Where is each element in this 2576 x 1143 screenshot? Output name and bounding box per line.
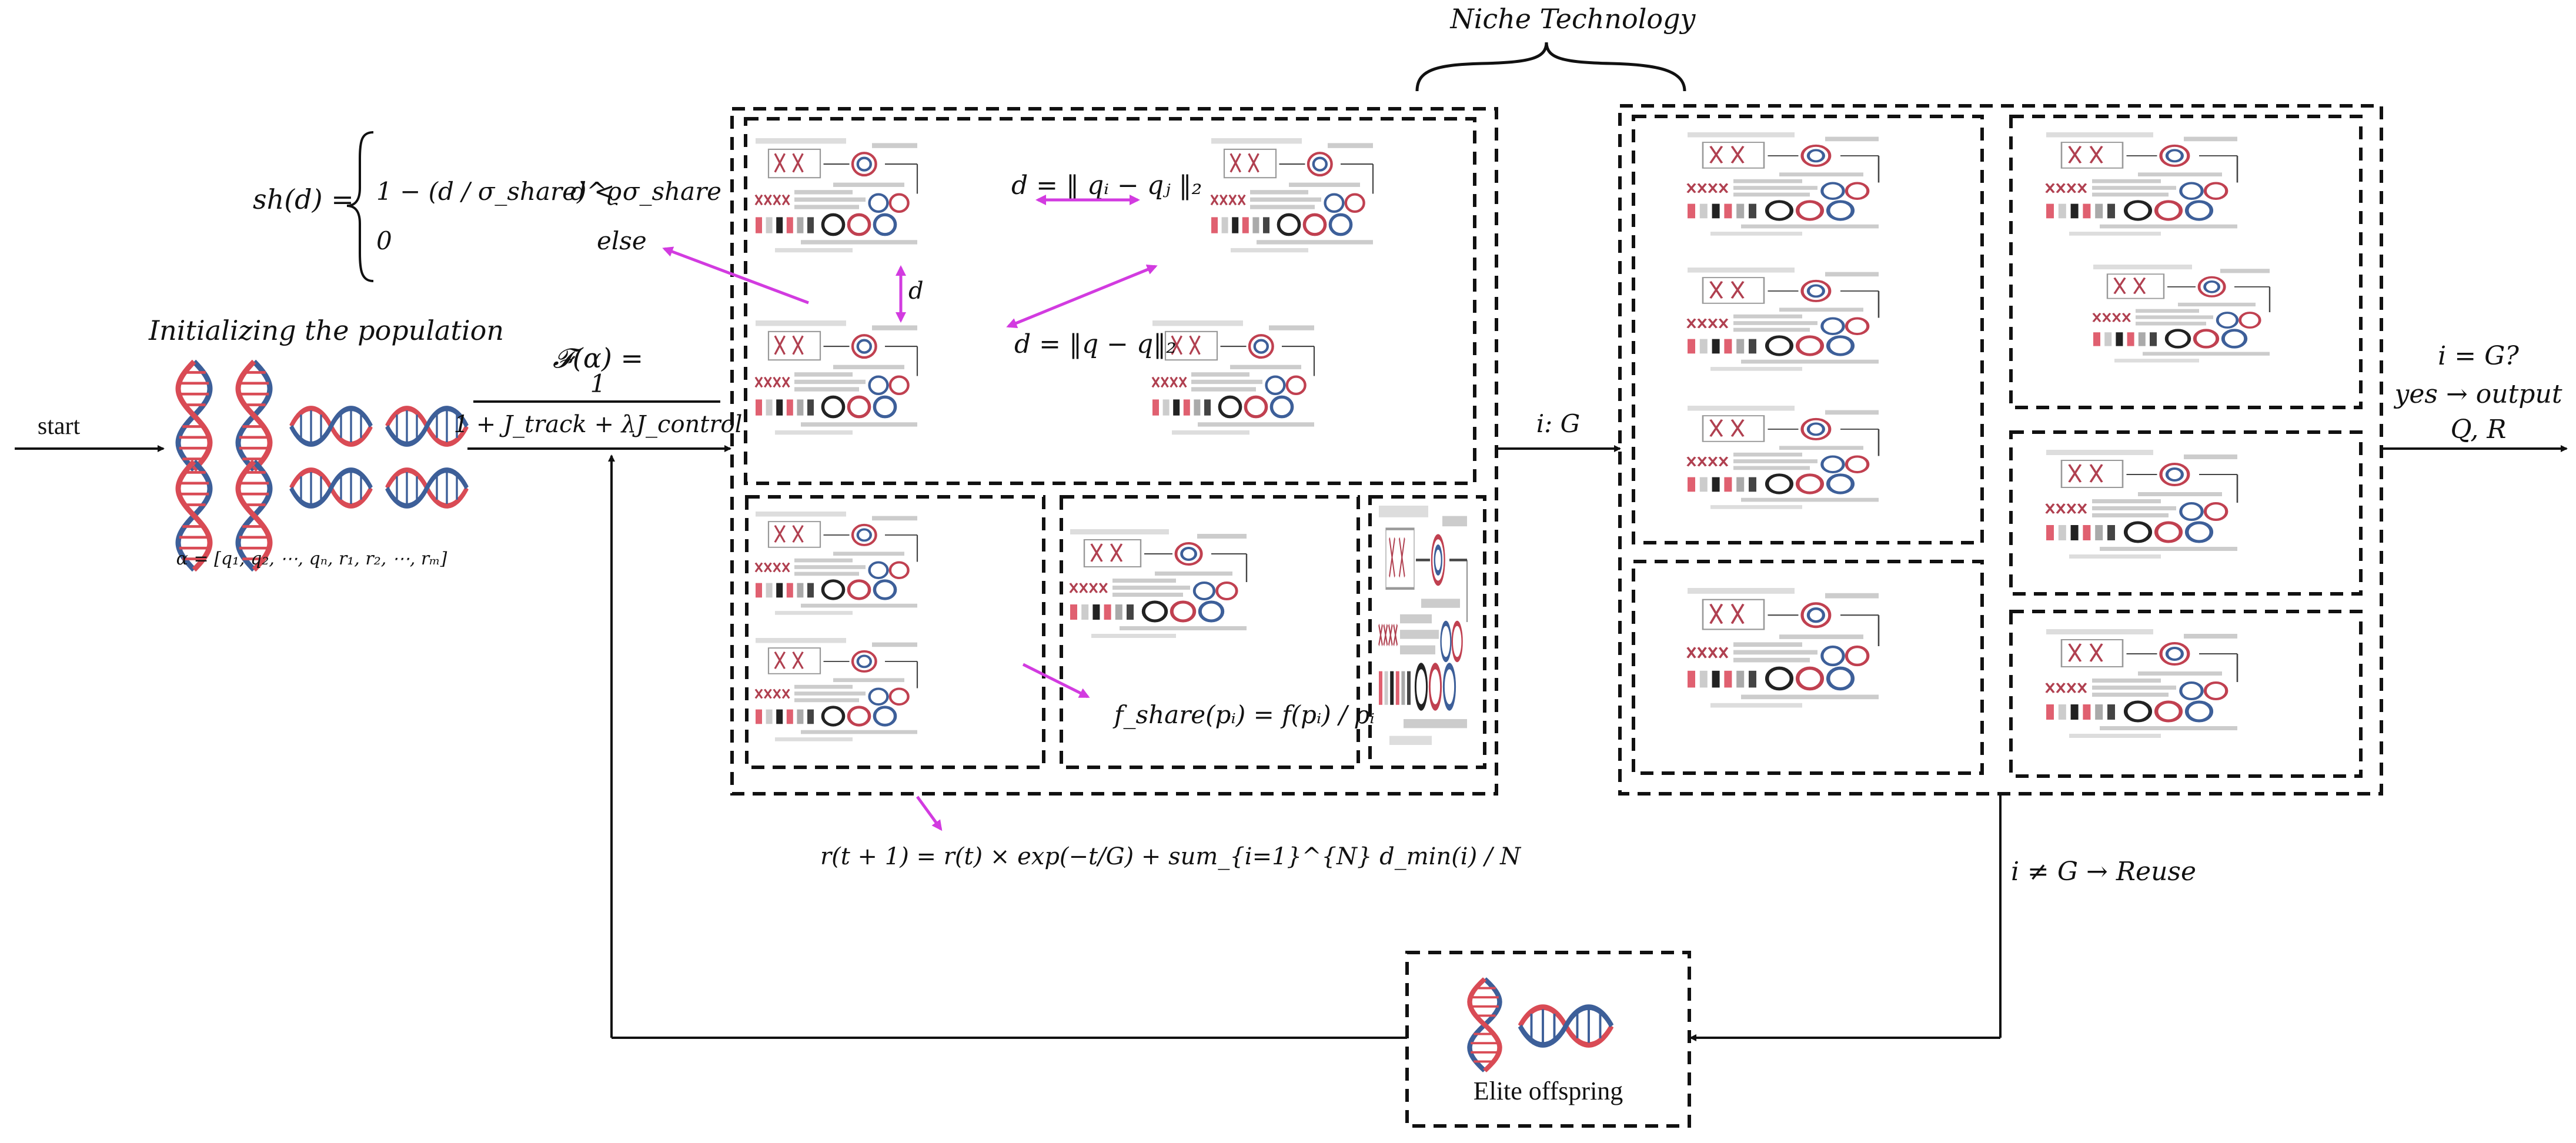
reuse-label: i ≠ G → Reuse [2011,857,2196,887]
start-label: start [38,413,81,440]
niche-top-panel [744,117,1476,485]
dist-q-label: d = ‖q − q‖₂ [1014,329,1177,359]
fshare-formula: f_share(pᵢ) = f(pᵢ) / ρᵢ [1112,700,1375,729]
elite-offspring-label: Elite offspring [1474,1077,1623,1105]
dna-icon [387,470,467,506]
thumbnail-group-gen [1688,132,2270,738]
population-group [178,362,467,570]
dna-icon [1470,979,1500,1071]
magenta-arrow-share [662,246,809,305]
init-population-title: Initializing the population [148,315,504,346]
brace-icon [1415,42,1686,92]
alpha-vector: α = [q₁, q₂, ⋯, qₙ, r₁, r₂, ⋯, rₘ] [176,549,447,569]
generation-block-outer [1618,104,2383,796]
niche-technology-label: Niche Technology [1449,3,1696,35]
cases-brace [346,131,374,282]
radius-update-formula: r(t + 1) = r(t) × exp(−t/G) + sum_{i=1}^… [820,843,1522,870]
gen-panel-3 [2009,115,2363,409]
dna-icon [178,362,210,470]
dna-icon [238,362,270,470]
niche-bottom-mid [1060,495,1360,769]
gen-panel-5 [2009,610,2363,778]
terminate-yes: yes → output [2393,379,2562,409]
terminate-output: Q, R [2451,415,2507,444]
dist-ij-label: d = ‖ qᵢ − qⱼ ‖₂ [1011,171,1202,200]
sharing-lhs: sh(d) = [253,183,354,215]
gen-panel-2 [1632,560,1984,775]
fitness-denominator: 1 + J_track + λJ_control [454,411,743,438]
dna-icon [291,470,371,506]
gen-panel-1 [1632,115,1984,544]
fitness-numerator: 1 [590,369,606,398]
sharing-case2-cond: else [597,226,647,255]
dna-icon [291,409,371,444]
niche-block-outer [730,107,1498,796]
magenta-arrow-radius [916,796,943,831]
sharing-case1-cond: d < σ_share [570,177,721,206]
sharing-case2-expr: 0 [376,226,392,255]
magenta-arrow-dq [1006,264,1158,329]
dna-icon [1520,1007,1612,1045]
fitness-lhs: 𝓕(α) = [553,342,643,374]
terminate-question: i = G? [2438,341,2519,371]
niche-bottom-right [1368,495,1486,769]
sharing-function: sh(d) = 1 − (d / σ_share)^ϱ d < σ_share … [253,131,721,282]
sharing-case1-expr: 1 − (d / σ_share)^ϱ [376,177,622,206]
niche-bottom-left [745,495,1045,769]
iter-label: i: G [1536,409,1580,438]
magenta-arrow-fshare [1022,663,1090,698]
gen-panel-4 [2009,430,2363,596]
elite-offspring-box [1405,951,1691,1128]
dist-d-label: d [908,278,924,305]
